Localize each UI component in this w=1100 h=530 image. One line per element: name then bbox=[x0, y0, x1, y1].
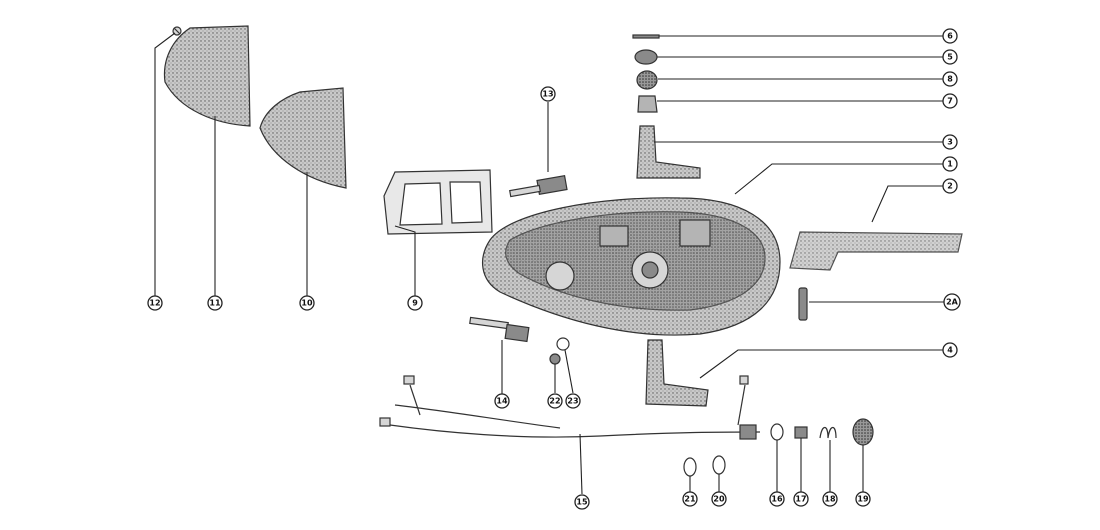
part-decal-2 bbox=[789, 231, 963, 271]
svg-text:12: 12 bbox=[149, 299, 160, 308]
part-stud-2a bbox=[798, 287, 808, 321]
callout-10: 10 bbox=[299, 295, 315, 311]
part-side-cover-11 bbox=[163, 25, 251, 127]
svg-text:17: 17 bbox=[795, 495, 806, 504]
callout-11: 11 bbox=[207, 295, 223, 311]
svg-text:2A: 2A bbox=[946, 298, 959, 307]
svg-text:21: 21 bbox=[684, 495, 696, 504]
svg-text:5: 5 bbox=[947, 53, 953, 62]
svg-text:11: 11 bbox=[209, 299, 221, 308]
svg-text:14: 14 bbox=[496, 397, 508, 406]
part-housing-tray-1 bbox=[482, 197, 781, 336]
callout-6: 6 bbox=[942, 28, 958, 44]
callout-16: 16 bbox=[769, 491, 785, 507]
callout-7: 7 bbox=[942, 93, 958, 109]
part-nut-22 bbox=[549, 353, 561, 365]
callout-14: 14 bbox=[494, 393, 510, 409]
svg-text:1: 1 bbox=[947, 160, 953, 169]
callout-3: 3 bbox=[942, 134, 958, 150]
callout-22: 22 bbox=[547, 393, 563, 409]
callout-1: 1 bbox=[942, 156, 958, 172]
part-bushing-7 bbox=[637, 95, 658, 113]
part-knob-19 bbox=[852, 418, 874, 446]
svg-text:3: 3 bbox=[947, 138, 953, 147]
callout-17: 17 bbox=[793, 491, 809, 507]
part-nut-17 bbox=[794, 426, 808, 439]
svg-text:7: 7 bbox=[947, 97, 953, 106]
part-pin-6 bbox=[632, 34, 660, 39]
part-ring-16 bbox=[770, 423, 784, 441]
part-ring-20 bbox=[712, 455, 726, 475]
callout-15: 15 bbox=[574, 494, 590, 510]
part-bracket-3 bbox=[636, 125, 701, 179]
svg-text:4: 4 bbox=[947, 346, 953, 355]
callout-2: 2 bbox=[942, 178, 958, 194]
callout-4: 4 bbox=[942, 342, 958, 358]
svg-text:10: 10 bbox=[301, 299, 313, 308]
part-washer-5 bbox=[634, 49, 658, 65]
part-wiring-harness-15 bbox=[379, 375, 761, 440]
callout-12: 12 bbox=[147, 295, 163, 311]
svg-text:2: 2 bbox=[947, 182, 953, 191]
svg-text:13: 13 bbox=[542, 90, 553, 99]
callout-13: 13 bbox=[540, 86, 556, 102]
svg-text:6: 6 bbox=[947, 32, 953, 41]
callout-18: 18 bbox=[822, 491, 838, 507]
leader-lines bbox=[154, 32, 945, 495]
svg-text:8: 8 bbox=[947, 75, 953, 84]
part-ring-21 bbox=[683, 457, 697, 477]
svg-text:15: 15 bbox=[576, 498, 588, 507]
svg-text:20: 20 bbox=[713, 495, 725, 504]
callout-23: 23 bbox=[565, 393, 581, 409]
svg-text:23: 23 bbox=[567, 397, 578, 406]
part-washer-23 bbox=[556, 337, 570, 351]
svg-text:16: 16 bbox=[771, 495, 783, 504]
part-bracket-4 bbox=[645, 339, 709, 407]
svg-text:19: 19 bbox=[857, 495, 869, 504]
part-bushing-8 bbox=[636, 70, 658, 90]
callout-5: 5 bbox=[942, 49, 958, 65]
part-connector-14 bbox=[469, 316, 530, 343]
svg-text:9: 9 bbox=[412, 299, 418, 308]
part-gasket-9 bbox=[383, 169, 493, 235]
callout-8: 8 bbox=[942, 71, 958, 87]
part-spring-18 bbox=[819, 426, 837, 439]
callout-19: 19 bbox=[855, 491, 871, 507]
callout-9: 9 bbox=[407, 295, 423, 311]
part-side-cover-10 bbox=[259, 87, 347, 189]
svg-text:18: 18 bbox=[824, 495, 836, 504]
svg-text:22: 22 bbox=[549, 397, 560, 406]
callout-2a: 2A bbox=[943, 293, 961, 311]
callout-20: 20 bbox=[711, 491, 727, 507]
part-connector-13 bbox=[509, 174, 568, 198]
callout-21: 21 bbox=[682, 491, 698, 507]
